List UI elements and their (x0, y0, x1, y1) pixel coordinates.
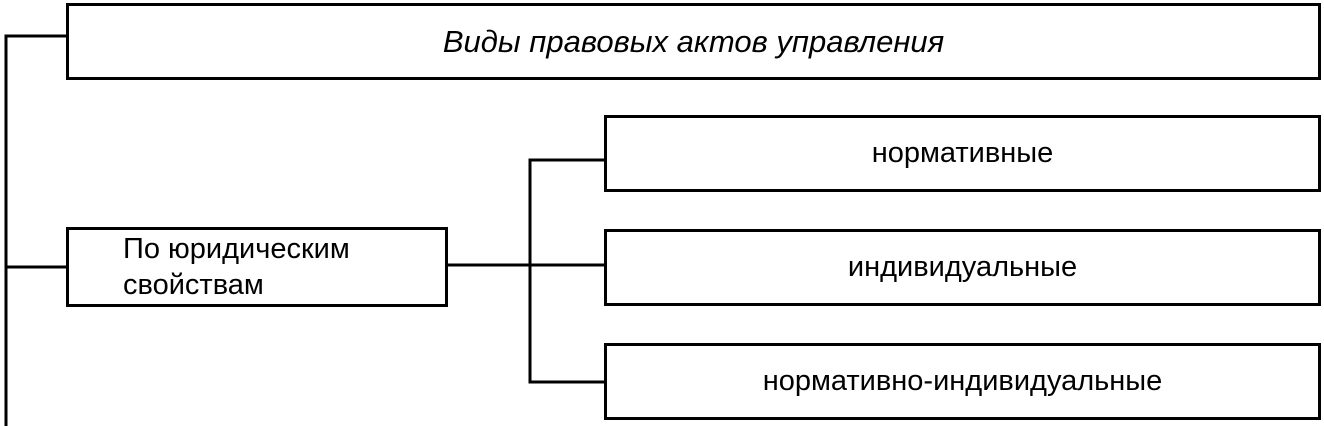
type-box-normative: нормативные (604, 115, 1321, 192)
type-box-individual: индивидуальные (604, 229, 1321, 306)
diagram-title-box: Виды правовых актов управления (66, 3, 1321, 80)
type-label: индивидуальные (847, 251, 1078, 283)
type-label: нормативные (871, 137, 1054, 169)
type-label: нормативно-индивидуальные (762, 365, 1163, 397)
type-box-normative-individual: нормативно-индивидуальные (604, 343, 1321, 420)
criterion-box: По юридическим свойствам (66, 227, 448, 307)
criterion-label: По юридическим свойствам (123, 233, 350, 301)
diagram-title: Виды правовых актов управления (442, 23, 945, 59)
